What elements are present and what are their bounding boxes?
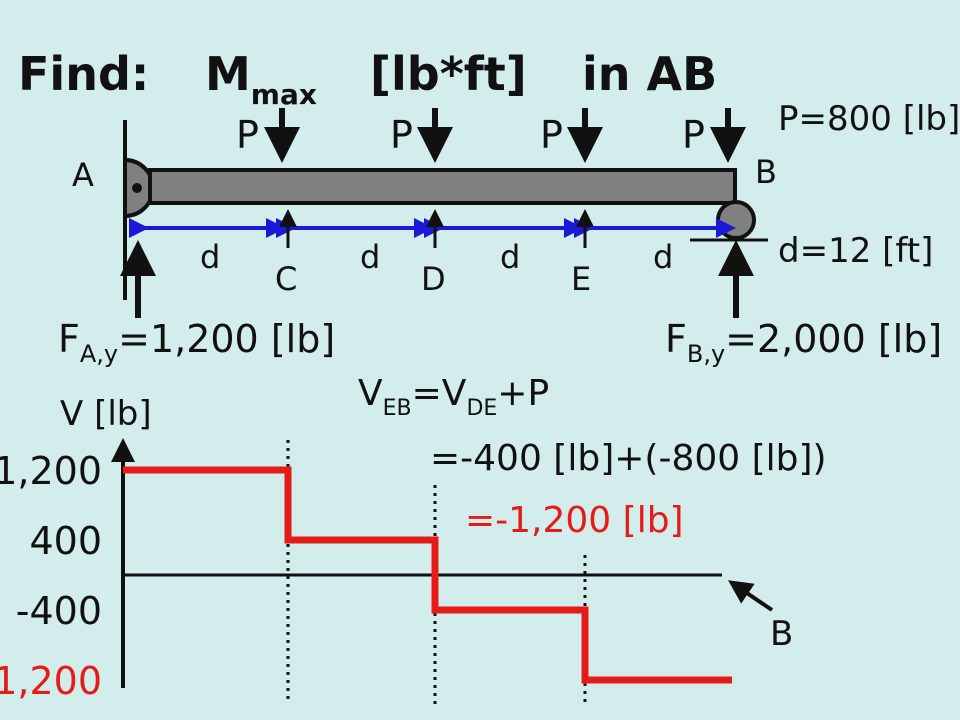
load-value: P=800 [lb] [778,99,960,139]
spacing-label: d [653,238,673,276]
point-label-d: D [421,260,446,298]
roller-support-b [716,200,756,240]
reaction-b: FB,y=2,000 [lb] [665,317,942,368]
load-arrow-d: P [390,108,453,163]
y-tick-label: -1,200 [0,659,102,703]
equation-line-2: =-400 [lb]+(-800 [lb]) [430,438,827,479]
load-arrow-e: P [540,108,603,163]
svg-text:P: P [540,113,563,157]
y-tick-label: -400 [16,589,102,633]
load-arrow-b: P [682,108,746,163]
svg-text:P: P [236,113,259,157]
find-label: Find: [18,47,149,101]
y-tick-label: 400 [29,519,102,563]
label-b: B [755,153,777,191]
beam [148,168,737,205]
spacing-label: d [500,238,520,276]
equation-line-1: VEB=VDE+P [358,373,549,421]
problem-title: Find: Mmax [lb*ft] in AB [18,47,717,111]
y-tick-label: 1,200 [0,449,102,493]
point-label-e: E [571,260,591,298]
label-a: A [72,156,94,194]
point-label-c: C [275,260,297,298]
segment-label: in AB [582,47,717,101]
point-loads: P P P P [236,108,746,163]
end-label-b: B [770,614,793,654]
pointer-arrow [728,580,774,612]
pin-icon [132,183,142,193]
shear-diagram: V [lb] B 1,200 400 -400 -1,200 [0,394,793,705]
equation-result: =-1,200 [lb] [465,500,684,541]
spacing-label: d [360,238,380,276]
moment-units: [lb*ft] [370,47,527,101]
svg-text:P: P [390,113,413,157]
spacing-value: d=12 [ft] [778,231,933,271]
spacing-label: d [200,238,220,276]
y-axis-label: V [lb] [60,394,152,434]
load-arrow-c: P [236,108,300,163]
dimension-lines [129,209,736,248]
shear-line [123,466,732,684]
moment-symbol: Mmax [205,47,317,111]
reaction-a: FA,y=1,200 [lb] [58,317,335,368]
svg-text:P: P [682,113,705,157]
